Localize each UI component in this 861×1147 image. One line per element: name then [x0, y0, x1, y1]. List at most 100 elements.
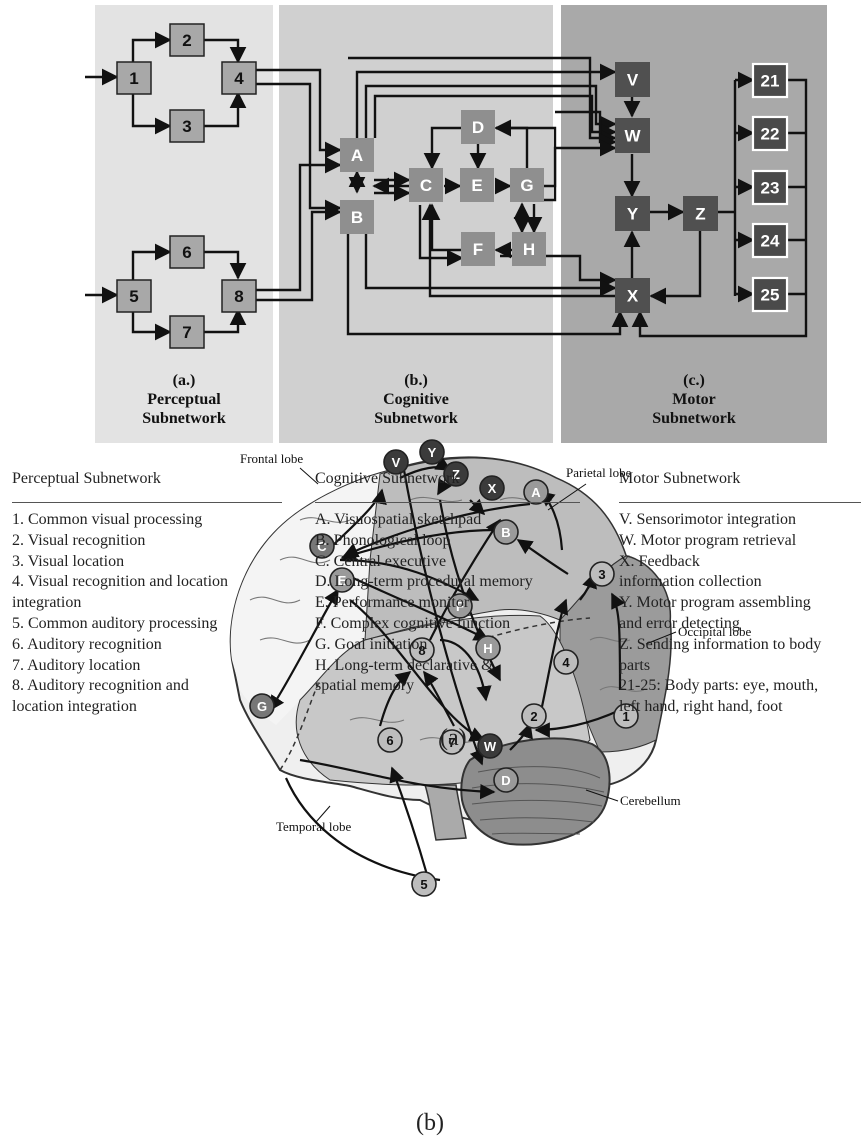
node-22: 22: [753, 117, 787, 150]
node-label: 22: [761, 125, 780, 144]
node-G: G: [510, 168, 544, 202]
node-E: E: [460, 168, 494, 202]
node-label: 3: [182, 117, 191, 136]
node-label: 7: [182, 323, 191, 342]
node-label: X: [627, 287, 639, 306]
network-diagram: (a.) Perceptual Subnetwork (b.) Cognitiv…: [85, 5, 827, 443]
panel-c-line1: Motor: [672, 391, 716, 408]
node-label: A: [351, 146, 363, 165]
brain-node-Y: Y: [420, 440, 444, 464]
node-label: E: [471, 176, 482, 195]
caption-b: (b): [416, 1110, 444, 1137]
legend-motor-item: parts: [619, 656, 861, 677]
brain-node-label: 2: [530, 709, 537, 724]
panel-a-tag: (a.): [173, 372, 196, 389]
node-D: D: [461, 110, 495, 144]
node-label: C: [420, 176, 432, 195]
caption-a: (a): [440, 725, 467, 752]
panel-b-line2: Subnetwork: [374, 410, 458, 427]
node-X: X: [615, 278, 650, 313]
node-label: 5: [129, 287, 138, 306]
legend-motor-item: Z. Sending information to body: [619, 635, 861, 656]
panel-c-tag: (c.): [683, 372, 705, 389]
legend-perceptual-item: integration: [12, 593, 282, 614]
legend-perceptual-item: 8. Auditory recognition and: [12, 676, 282, 697]
legend-perceptual: Perceptual Subnetwork 1. Common visual p…: [12, 470, 282, 718]
legend-perceptual-item: 7. Auditory location: [12, 656, 282, 677]
brain-node-label: V: [392, 455, 401, 470]
panel-c-line2: Subnetwork: [652, 410, 736, 427]
node-label: 21: [761, 72, 780, 91]
node-label: 1: [129, 69, 138, 88]
node-C: C: [409, 168, 443, 202]
node-8: 8: [222, 280, 256, 312]
node-label: 4: [234, 69, 244, 88]
node-label: 2: [182, 31, 191, 50]
legend-motor-item: and error detecting: [619, 614, 861, 635]
node-B: B: [340, 200, 374, 234]
legend-cognitive-item: E. Performance monitor: [315, 593, 580, 614]
node-label: G: [520, 176, 533, 195]
panel-a-line1: Perceptual: [147, 391, 221, 408]
legend-cognitive-item: C. Central executive: [315, 552, 580, 573]
legend-cognitive-item: D. Long-term procedural memory: [315, 572, 580, 593]
legend-motor-item: left hand, right hand, foot: [619, 697, 861, 718]
node-3: 3: [170, 110, 204, 142]
brain-node-label: 3: [598, 567, 605, 582]
node-label: W: [624, 127, 641, 146]
cerebellum-label: Cerebellum: [620, 793, 681, 808]
node-Z: Z: [683, 196, 718, 231]
legend-perceptual-item: 2. Visual recognition: [12, 531, 282, 552]
node-2: 2: [170, 24, 204, 56]
frontal-lobe-label: Frontal lobe: [240, 451, 303, 466]
legend-perceptual-item: location integration: [12, 697, 282, 718]
legend-perceptual-item: 1. Common visual processing: [12, 510, 282, 531]
legend-motor-item: X. Feedback: [619, 552, 861, 573]
legend-cognitive-item: A. Visuospatial sketchpad: [315, 510, 580, 531]
brain-node-6: 6: [378, 728, 402, 752]
brain-node-label: D: [501, 773, 510, 788]
legend-motor: Motor Subnetwork V. Sensorimotor integra…: [619, 470, 861, 718]
node-F: F: [461, 232, 495, 266]
temporal-lobe-label: Temporal lobe: [276, 819, 351, 834]
node-21: 21: [753, 64, 787, 97]
legend-cognitive-item: B. Phonological loop: [315, 531, 580, 552]
node-label: D: [472, 118, 484, 137]
node-1: 1: [117, 62, 151, 94]
legend-perceptual-item: 6. Auditory recognition: [12, 635, 282, 656]
legend-perceptual-item: 3. Visual location: [12, 552, 282, 573]
legend-motor-item: Y. Motor program assembling: [619, 593, 861, 614]
legend-cognitive-item: H. Long-term declarative &: [315, 656, 580, 677]
brain-node-3: 3: [590, 562, 614, 586]
brain-node-label: W: [484, 739, 497, 754]
node-label: 23: [761, 179, 780, 198]
node-label: H: [523, 240, 535, 259]
legend-perceptual-heading: Perceptual Subnetwork: [12, 470, 282, 503]
node-23: 23: [753, 171, 787, 204]
node-label: 25: [761, 286, 780, 305]
node-label: B: [351, 208, 363, 227]
node-label: Z: [695, 205, 705, 224]
panel-b-line1: Cognitive: [383, 391, 449, 408]
brain-node-5: 5: [412, 872, 436, 896]
brain-node-label: 6: [386, 733, 393, 748]
brain-node-label: 5: [420, 877, 427, 892]
node-4: 4: [222, 62, 256, 94]
brain-node-label: Y: [428, 445, 437, 460]
node-6: 6: [170, 236, 204, 268]
node-label: 6: [182, 243, 191, 262]
node-V: V: [615, 62, 650, 97]
legend-cognitive-item: G. Goal initiation: [315, 635, 580, 656]
legend-cognitive: Cognitive Subnetwork A. Visuospatial ske…: [315, 470, 580, 697]
legend-motor-item: information collection: [619, 572, 861, 593]
node-H: H: [512, 232, 546, 266]
brain-node-2: 2: [522, 704, 546, 728]
node-25: 25: [753, 278, 787, 311]
node-5: 5: [117, 280, 151, 312]
legend-motor-item: W. Motor program retrieval: [619, 531, 861, 552]
node-A: A: [340, 138, 374, 172]
brain-node-W: W: [478, 734, 502, 758]
legend-perceptual-item: 4. Visual recognition and location: [12, 572, 282, 593]
panel-a-line2: Subnetwork: [142, 410, 226, 427]
node-24: 24: [753, 224, 787, 257]
